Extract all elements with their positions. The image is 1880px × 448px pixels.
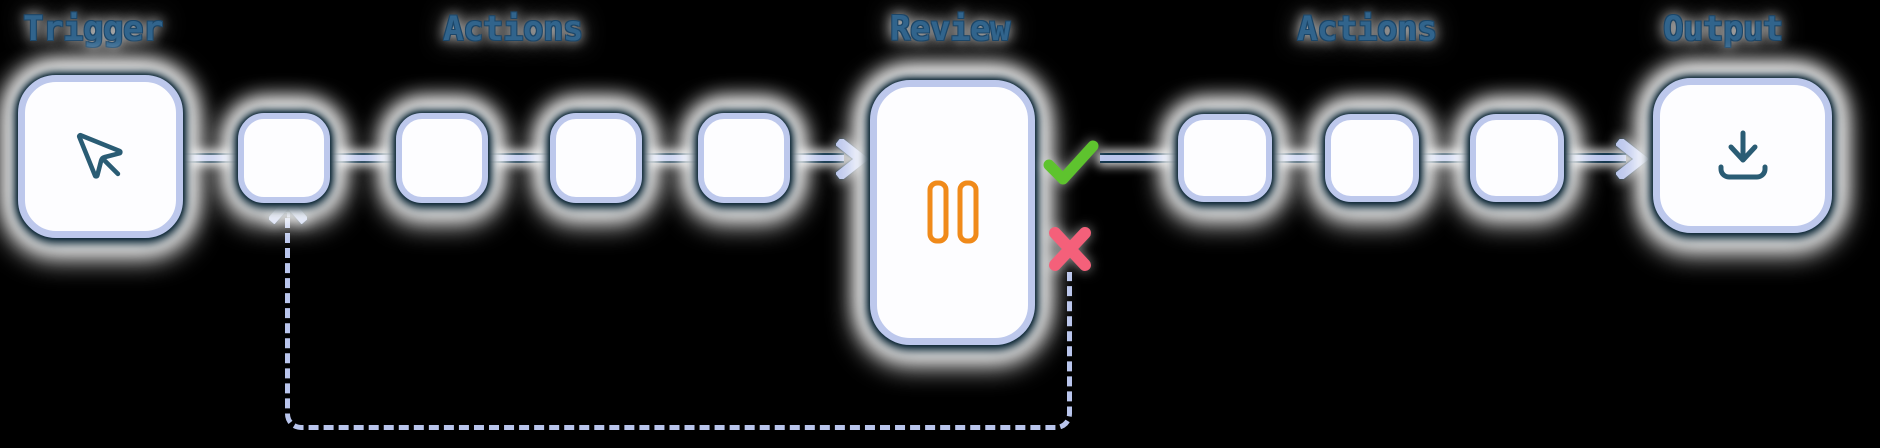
arrow-right-icon <box>1616 139 1648 179</box>
connector <box>786 153 844 163</box>
connector <box>178 153 242 163</box>
output-node <box>1653 78 1832 233</box>
connector <box>484 153 554 163</box>
output-label: Output <box>1663 9 1783 49</box>
x-icon <box>1049 227 1091 271</box>
action-node-2 <box>396 113 488 203</box>
review-node <box>870 80 1035 345</box>
mouse-pointer-icon <box>72 128 130 186</box>
pause-icon <box>926 180 980 246</box>
connector <box>1100 153 1182 163</box>
connector <box>1415 153 1474 163</box>
action-node-5 <box>1178 114 1272 202</box>
action-node-7 <box>1470 114 1564 202</box>
connector <box>1268 153 1329 163</box>
connector <box>326 153 400 163</box>
connector <box>638 153 702 163</box>
action-node-3 <box>550 113 642 203</box>
download-icon <box>1712 127 1774 185</box>
actions-right-label: Actions <box>1297 9 1437 49</box>
action-node-1 <box>238 113 330 203</box>
action-node-6 <box>1325 114 1419 202</box>
trigger-node <box>18 75 183 238</box>
reject-loop-path <box>285 212 1072 430</box>
check-icon <box>1043 140 1099 185</box>
trigger-label: Trigger <box>23 9 163 49</box>
review-label: Review <box>890 9 1010 49</box>
actions-left-label: Actions <box>443 9 583 49</box>
action-node-4 <box>698 113 790 203</box>
connector <box>1560 153 1626 163</box>
arrow-right-icon <box>836 139 868 179</box>
